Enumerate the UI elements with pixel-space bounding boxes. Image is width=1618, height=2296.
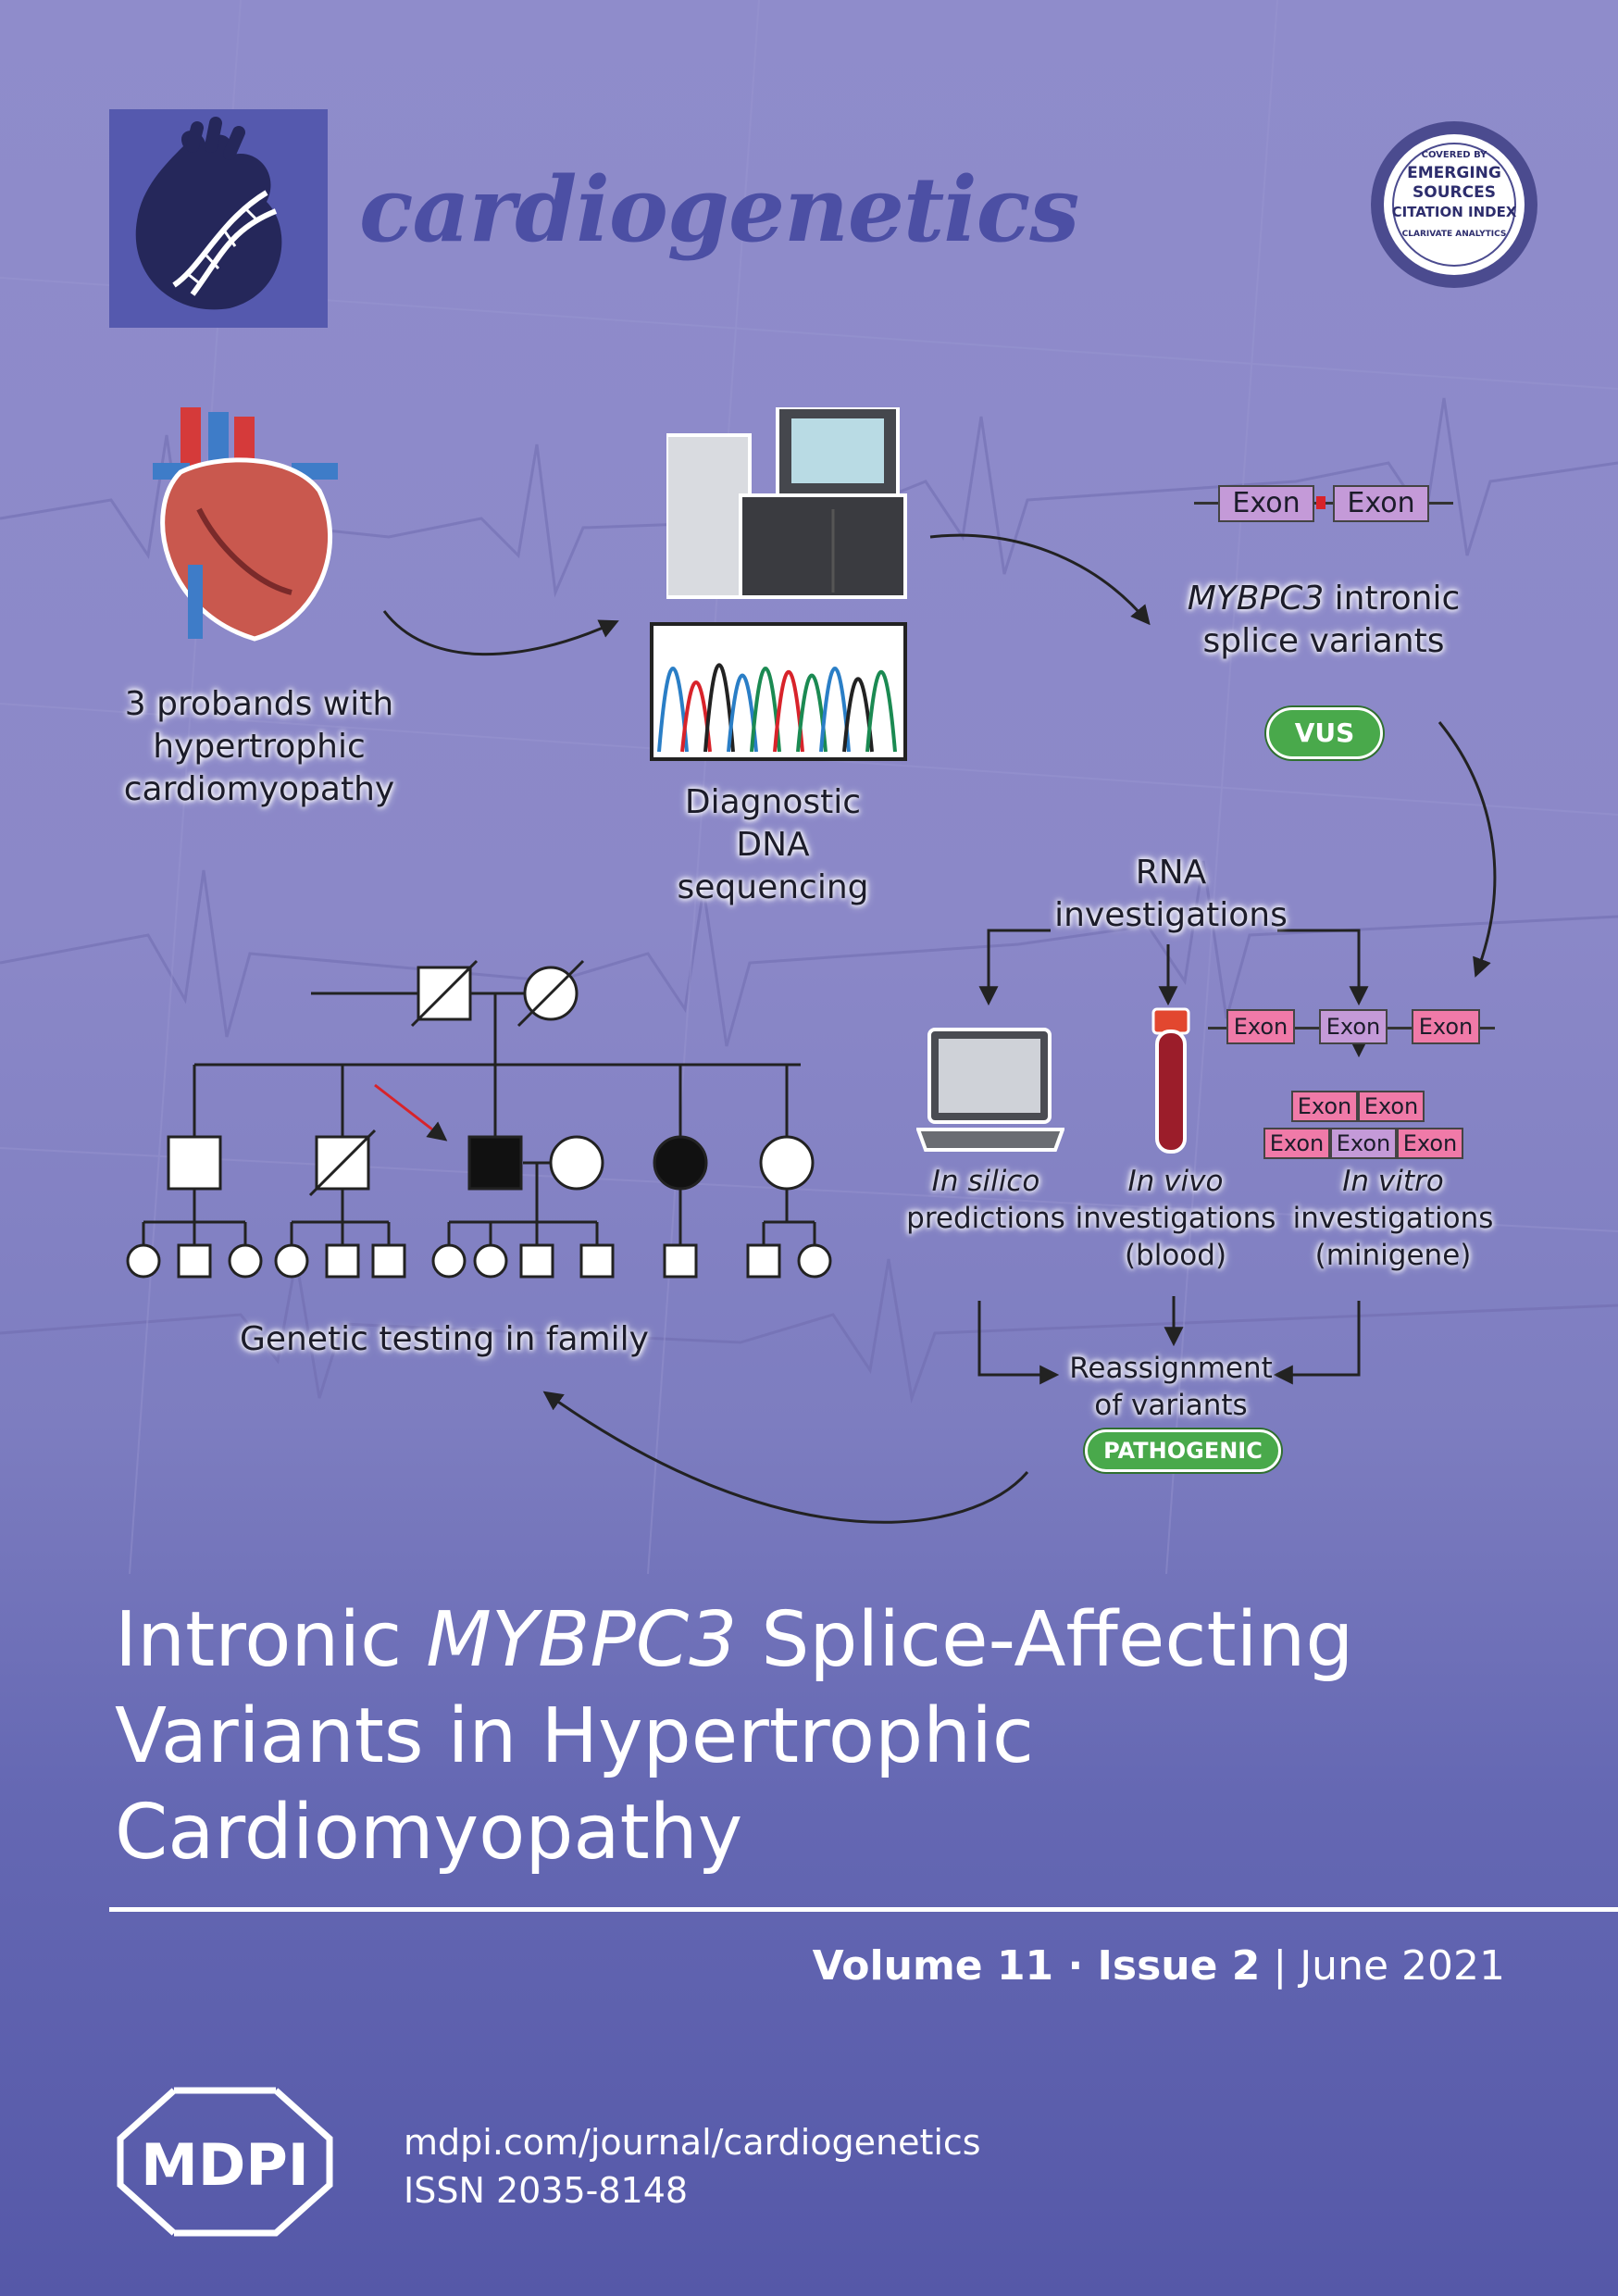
splice-gene: MYBPC3 xyxy=(1187,580,1325,618)
family-testing-label: Genetic testing in family xyxy=(240,1320,649,1358)
journal-title: cardiogenetics xyxy=(359,157,1079,262)
probands-line-1: 3 probands with xyxy=(124,685,394,723)
exon-box: Exon xyxy=(1333,485,1429,522)
mdpi-wordmark: MDPI xyxy=(141,2131,309,2199)
reassign-line-2: of variants xyxy=(1094,1389,1248,1422)
title-gene: MYBPC3 xyxy=(426,1596,738,1684)
badge-line-index: CITATION INDEX xyxy=(1391,204,1517,220)
mdpi-hexagon-icon xyxy=(117,2087,333,2237)
publisher-info: mdpi.com/journal/cardiogenetics ISSN 203… xyxy=(404,2118,981,2215)
title-part-1: Intronic xyxy=(115,1596,427,1684)
journal-logo xyxy=(109,109,328,328)
volume: Volume 11 xyxy=(812,1942,1054,1990)
in-vivo-label: In vivo investigations (blood) xyxy=(1074,1163,1277,1274)
rna-line-2: investigations xyxy=(1054,896,1288,934)
badge-line-emerging: EMERGING xyxy=(1407,164,1501,182)
article-title: Intronic MYBPC3 Splice-Affecting Variant… xyxy=(115,1592,1503,1881)
in-vitro-sub-1: investigations xyxy=(1292,1202,1494,1235)
rna-investigations-label: RNA investigations xyxy=(1037,852,1305,937)
chromatogram-icon xyxy=(650,622,907,761)
exon-diagram-top: Exon Exon xyxy=(1194,485,1453,522)
in-silico-title: In silico xyxy=(931,1165,1040,1198)
probands-label: 3 probands with hypertrophic cardiomyopa… xyxy=(93,683,426,811)
title-part-2: Splice-Affecting xyxy=(737,1596,1354,1684)
exon-box: Exon xyxy=(1263,1128,1330,1159)
in-silico-label: In silico predictions xyxy=(889,1163,1083,1237)
splice-variants-label: MYBPC3 intronic splice variants xyxy=(1148,578,1500,663)
splice-line-1: intronic xyxy=(1324,580,1461,618)
exon-box: Exon xyxy=(1412,1009,1480,1044)
exon-splice-product-1: Exon Exon xyxy=(1291,1091,1425,1122)
exon-box: Exon xyxy=(1358,1091,1425,1122)
exon-box: Exon xyxy=(1226,1009,1295,1044)
issue-number: Issue 2 xyxy=(1097,1942,1261,1990)
probands-line-2: hypertrophic xyxy=(153,728,366,766)
divider-rule xyxy=(109,1907,1618,1912)
sequencing-line-2: DNA xyxy=(736,826,810,864)
title-line-2: Variants in Hypertrophic xyxy=(115,1692,1034,1780)
exon-diagram-minigene: Exon Exon Exon xyxy=(1208,1009,1495,1044)
exon-box: Exon xyxy=(1330,1128,1397,1159)
mdpi-logo: MDPI xyxy=(109,2083,341,2240)
in-vitro-title: In vitro xyxy=(1342,1165,1444,1198)
vus-badge: VUS xyxy=(1266,707,1383,759)
exon-splice-product-2: Exon Exon Exon xyxy=(1263,1128,1463,1159)
issue-info: Volume 11 · Issue 2 | June 2021 xyxy=(813,1942,1505,1990)
issue-divider: | xyxy=(1260,1942,1301,1990)
workflow-arrows xyxy=(374,533,1497,1524)
probands-line-3: cardiomyopathy xyxy=(123,770,395,808)
badge-line-sources: SOURCES xyxy=(1413,183,1496,202)
heart-illustration-icon xyxy=(153,407,338,642)
pathogenic-badge: PATHOGENIC xyxy=(1085,1429,1281,1472)
issue-date: June 2021 xyxy=(1300,1942,1505,1990)
reassign-line-1: Reassignment xyxy=(1069,1352,1273,1385)
issn: ISSN 2035-8148 xyxy=(404,2170,689,2211)
in-vivo-title: In vivo xyxy=(1127,1165,1224,1198)
exon-box: Exon xyxy=(1218,485,1314,522)
in-vivo-sub-1: investigations xyxy=(1075,1202,1276,1235)
badge-line-clarivate: CLARIVATE ANALYTICS xyxy=(1401,230,1507,239)
blood-tube-icon xyxy=(1151,1007,1190,1154)
sequencing-line-1: Diagnostic xyxy=(684,783,862,821)
exon-box: Exon xyxy=(1397,1128,1463,1159)
laptop-icon xyxy=(916,1028,1064,1152)
rna-line-1: RNA xyxy=(1135,854,1207,892)
reassignment-label: Reassignment of variants xyxy=(1046,1350,1296,1424)
title-line-3: Cardiomyopathy xyxy=(115,1789,743,1877)
esci-badge: COVERED BY EMERGING SOURCES CITATION IND… xyxy=(1368,119,1540,291)
in-vivo-sub-2: (blood) xyxy=(1124,1239,1227,1272)
variant-marker-icon xyxy=(1316,496,1326,509)
family-pedigree-diagram xyxy=(126,959,832,1279)
sequencer-machine-icon xyxy=(666,407,907,599)
heart-dna-icon xyxy=(135,117,282,310)
splice-line-2: splice variants xyxy=(1202,622,1445,660)
in-vitro-label: In vitro investigations (minigene) xyxy=(1282,1163,1504,1274)
issue-sep: · xyxy=(1053,1942,1098,1990)
sequencing-line-3: sequencing xyxy=(677,868,869,906)
exon-box: Exon xyxy=(1319,1009,1388,1044)
badge-line-covered: COVERED BY xyxy=(1421,150,1487,160)
journal-url[interactable]: mdpi.com/journal/cardiogenetics xyxy=(404,2122,981,2163)
sequencing-label: Diagnostic DNA sequencing xyxy=(629,781,916,909)
in-vitro-sub-2: (minigene) xyxy=(1314,1239,1472,1272)
exon-box: Exon xyxy=(1291,1091,1358,1122)
in-silico-sub: predictions xyxy=(906,1202,1065,1235)
